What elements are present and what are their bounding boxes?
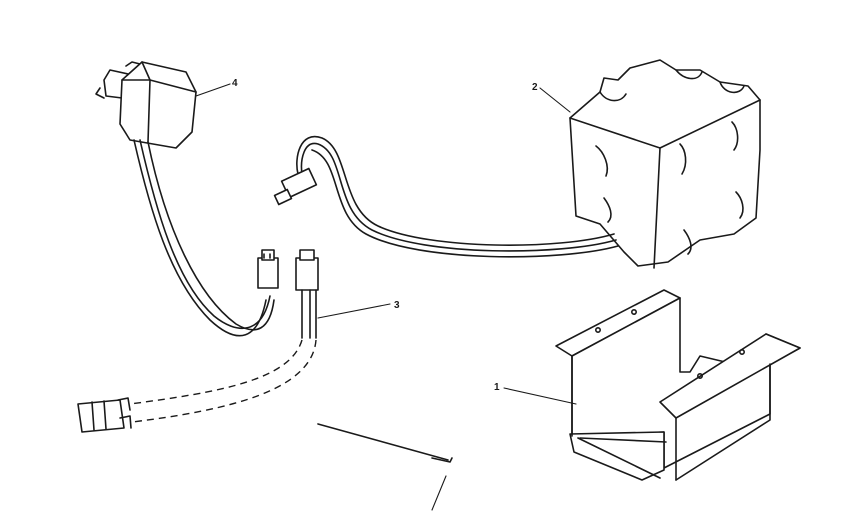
callout-label-1: 1 — [494, 382, 500, 393]
callout-label-4: 4 — [232, 78, 238, 89]
callout-label-2: 2 — [532, 82, 538, 93]
mounting-bracket — [555, 289, 801, 481]
callout-label-3: 3 — [394, 300, 400, 311]
callout-leaders — [195, 83, 577, 405]
wall-transformer — [95, 61, 197, 149]
loose-rod — [317, 423, 453, 511]
transformer-connector — [257, 249, 279, 289]
battery-cord — [273, 135, 619, 258]
transformer-cord — [133, 139, 275, 337]
adapter-cord — [77, 249, 319, 433]
battery-pack — [569, 59, 761, 269]
